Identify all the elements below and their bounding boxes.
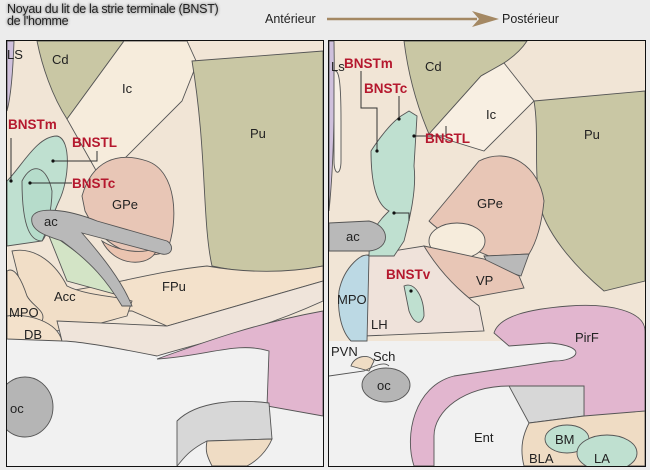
region-oc [7,376,54,438]
region-oc [361,367,411,403]
region-mpo [338,254,370,342]
label-fpu: FPu [162,279,186,294]
posterior-section-panel: Ls Cd Ic Pu GPe ac VP MPO LH PVN Sch oc … [328,40,646,467]
label-ent: Ent [474,430,494,445]
figure-title: Noyau du lit de la strie terminale (BNST… [7,2,219,28]
label-bnstc: BNSTc [364,81,408,96]
label-cd: Cd [425,59,442,74]
label-ac: ac [346,229,360,244]
region-optic-tract [329,363,390,377]
label-bnstv: BNSTv [386,267,431,282]
region-septum-white [333,70,342,173]
region-la [576,434,638,466]
label-bnstm: BNSTm [344,56,393,71]
label-gpe: GPe [112,197,138,212]
posterior-label: Postérieur [502,12,559,26]
region-ic [66,41,198,182]
label-la: LA [594,451,610,466]
title-line-1: Noyau du lit de la strie terminale (BNST… [7,2,219,16]
region-ac [329,220,386,252]
label-pirf: PirF [575,330,599,345]
label-bnstm: BNSTm [8,117,57,132]
region-bottom-grey [176,400,273,466]
label-bm: BM [555,432,575,447]
label-mpo: MPO [9,305,39,320]
label-bnstl: BNSTL [72,135,117,150]
label-db: DB [24,327,42,342]
label-ic: Ic [122,81,133,96]
label-oc: oc [377,378,391,393]
label-ls: LS [7,47,23,62]
label-bnstc: BNSTc [72,176,116,191]
region-ac [31,209,173,307]
region-bnstv [403,284,425,323]
title-line-2: de l'homme [7,13,69,28]
region-pirf [156,310,323,417]
label-pvn: PVN [331,344,358,359]
label-pu: Pu [584,127,600,142]
region-basal [56,280,323,357]
anterior-label: Antérieur [265,12,316,26]
label-cd: Cd [52,52,69,67]
region-sch [350,355,375,372]
label-gpe: GPe [477,196,503,211]
anterior-section-panel: LS Cd Ic Pu GPe ac Acc FPu MPO DB oc BNS… [6,40,324,467]
region-ic [428,62,535,152]
label-acc: Acc [54,289,76,304]
region-ls [7,41,15,112]
label-oc: oc [10,401,24,416]
label-lh: LH [371,317,388,332]
label-ic: Ic [486,107,497,122]
label-ls: Ls [331,59,345,74]
region-pu [191,50,323,273]
region-lh [361,245,485,337]
label-bnstl: BNSTL [425,131,470,146]
posterior-section-diagram: Ls Cd Ic Pu GPe ac VP MPO LH PVN Sch oc … [329,41,645,466]
direction-arrow-icon [327,11,499,27]
label-pu: Pu [250,126,266,141]
region-bottom-beige [205,438,273,466]
label-ac: ac [44,214,58,229]
label-bla: BLA [529,451,554,466]
label-vp: VP [476,273,493,288]
label-sch: Sch [373,349,395,364]
label-mpo: MPO [337,292,367,307]
region-mpo [7,269,44,327]
anterior-section-diagram: LS Cd Ic Pu GPe ac Acc FPu MPO DB oc BNS… [7,41,323,466]
